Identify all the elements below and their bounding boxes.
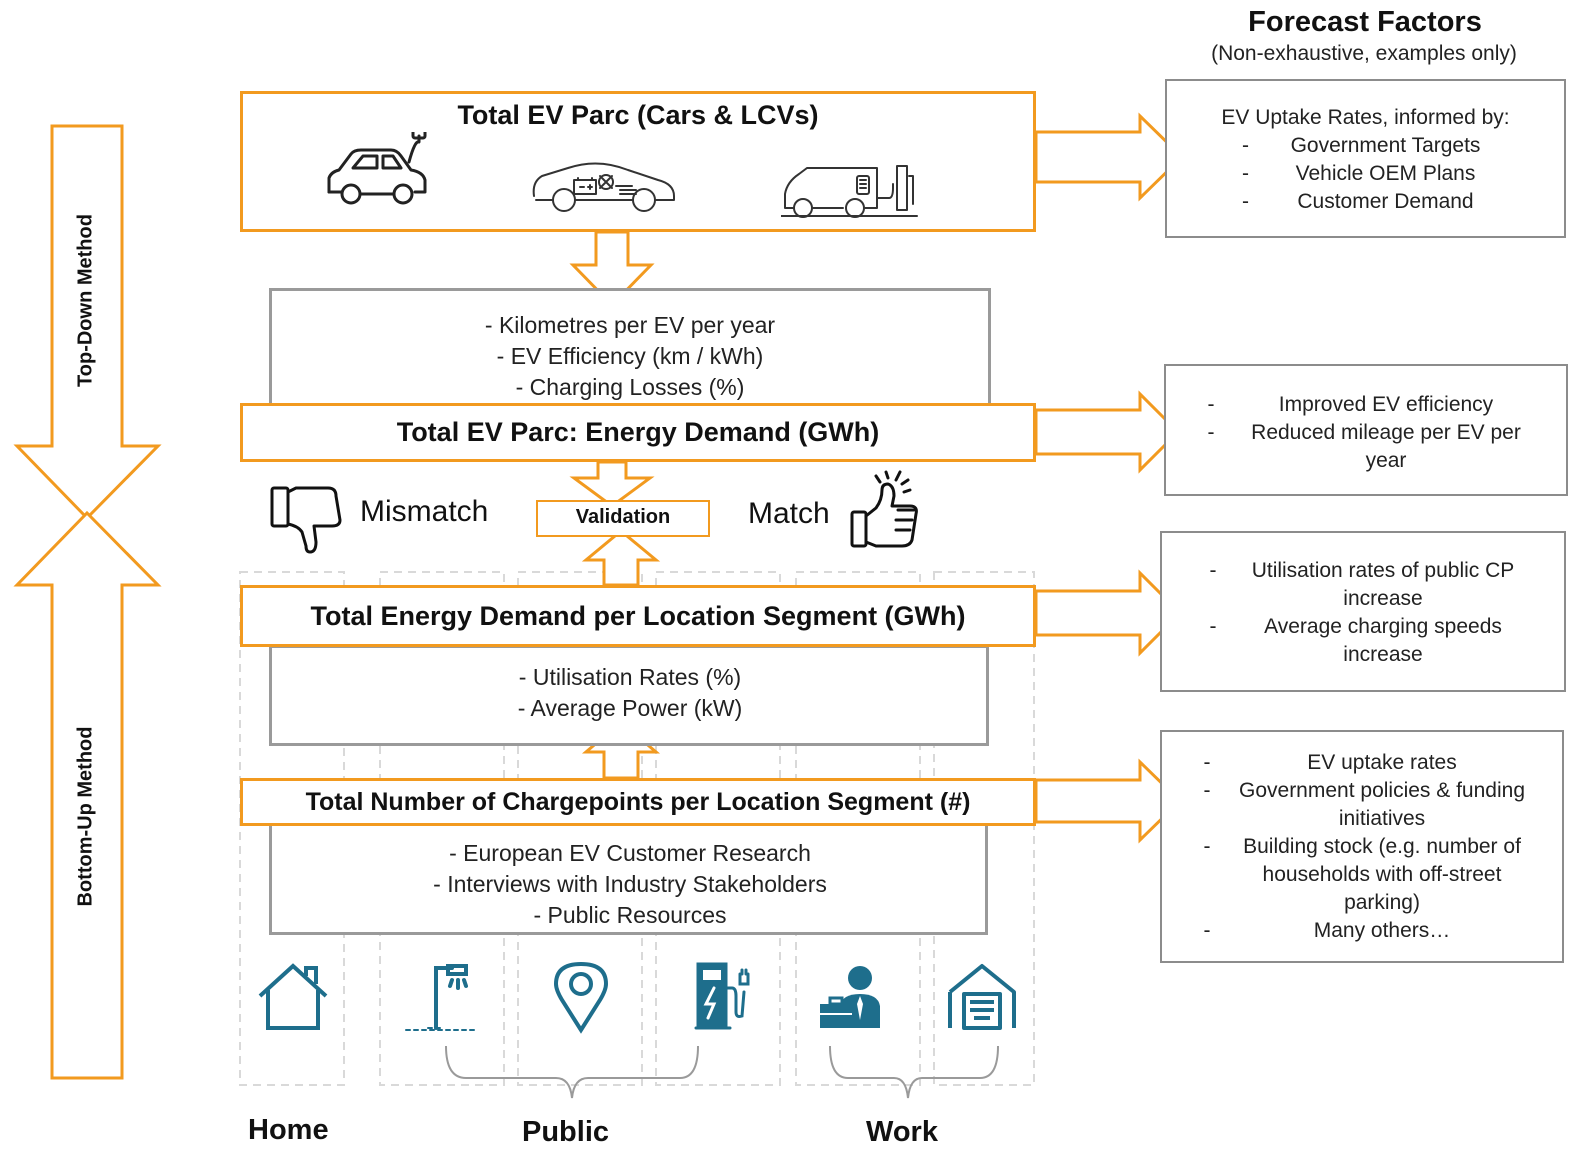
house-icon xyxy=(258,963,328,1030)
map-pin-icon xyxy=(553,961,609,1034)
segment-inputs: - Utilisation Rates (%) - Average Power … xyxy=(280,662,980,724)
list-item: -EV uptake rates xyxy=(1203,751,1457,774)
list-item: -Average charging speeds increase xyxy=(1209,615,1502,666)
list-item: -Government policies & funding initiativ… xyxy=(1203,779,1526,830)
segment-demand-box: Total Energy Demand per Location Segment… xyxy=(240,585,1036,647)
down-arrow-validation xyxy=(569,460,655,508)
list-item: -Reduced mileage per EV per year xyxy=(1207,421,1521,472)
validation-box: Validation xyxy=(536,500,710,537)
match-label: Match xyxy=(748,497,830,530)
list-item: -Government Targets xyxy=(1242,134,1481,157)
chargepoints-box: Total Number of Chargepoints per Locatio… xyxy=(240,778,1036,826)
method-arrows xyxy=(13,124,162,1080)
bottom-up-method-label: Bottom-Up Method xyxy=(74,726,97,907)
forecast-subtitle: (Non-exhaustive, examples only) xyxy=(1211,42,1517,65)
up-arrow-validation xyxy=(581,529,661,587)
list-item: - Average Power (kW) xyxy=(517,695,743,721)
research-inputs: - European EV Customer Research - Interv… xyxy=(280,838,980,931)
list-item: - European EV Customer Research xyxy=(449,840,811,866)
ev-parc-box: Total EV Parc (Cars & LCVs) xyxy=(240,91,1036,232)
list-item: -Utilisation rates of public CP increase xyxy=(1209,559,1515,610)
street-light-icon xyxy=(405,964,475,1031)
forecast-box-utilisation: -Utilisation rates of public CP increase… xyxy=(1160,531,1566,692)
list-item: -Building stock (e.g. number of househol… xyxy=(1203,835,1521,914)
list-item: -Many others… xyxy=(1203,919,1451,942)
segment-home-label: Home xyxy=(248,1114,329,1146)
list-item: - Public Resources xyxy=(533,902,727,928)
forecast-box-efficiency: -Improved EV efficiency -Reduced mileage… xyxy=(1164,364,1568,496)
forecast-title: Forecast Factors xyxy=(1248,6,1482,38)
bottom-up-arrow xyxy=(13,510,162,1080)
top-down-method-label: Top-Down Method xyxy=(74,214,97,387)
mismatch-label: Mismatch xyxy=(360,495,489,528)
ev-car-plug-icon xyxy=(327,132,427,205)
forecast-uptake-intro: EV Uptake Rates, informed by: xyxy=(1221,106,1510,129)
electric-van-charger-icon xyxy=(781,165,918,218)
thumbs-down-icon xyxy=(270,486,342,554)
list-item: -Customer Demand xyxy=(1242,190,1474,213)
list-item: -Improved EV efficiency xyxy=(1207,393,1494,416)
segment-work-label: Work xyxy=(866,1116,938,1148)
thumbs-up-icon xyxy=(850,470,918,548)
parc-inputs-box xyxy=(269,288,991,418)
forecast-box-chargepoints: -EV uptake rates -Government policies & … xyxy=(1160,730,1564,963)
parc-inputs: - Kilometres per EV per year - EV Effici… xyxy=(280,310,980,403)
list-item: - EV Efficiency (km / kWh) xyxy=(496,343,764,369)
list-item: - Charging Losses (%) xyxy=(515,374,745,400)
list-item: -Vehicle OEM Plans xyxy=(1242,162,1476,185)
forecast-arrows xyxy=(1034,112,1185,844)
top-down-arrow xyxy=(13,124,162,521)
list-item: - Kilometres per EV per year xyxy=(484,312,776,338)
list-item: - Utilisation Rates (%) xyxy=(518,664,742,690)
segment-public-label: Public xyxy=(522,1116,610,1148)
garage-icon xyxy=(948,964,1016,1030)
forecast-box-uptake: EV Uptake Rates, informed by: -Governmen… xyxy=(1165,79,1566,238)
ev-car-battery-icon xyxy=(532,162,675,212)
list-item: - Interviews with Industry Stakeholders xyxy=(433,871,827,897)
charging-station-icon xyxy=(694,962,750,1030)
ev-parc-title: Total EV Parc (Cars & LCVs) xyxy=(457,100,819,130)
segment-braces xyxy=(445,1045,999,1099)
down-arrow-parc xyxy=(569,230,655,308)
energy-demand-box: Total EV Parc: Energy Demand (GWh) xyxy=(240,403,1036,462)
business-person-icon xyxy=(820,966,880,1028)
